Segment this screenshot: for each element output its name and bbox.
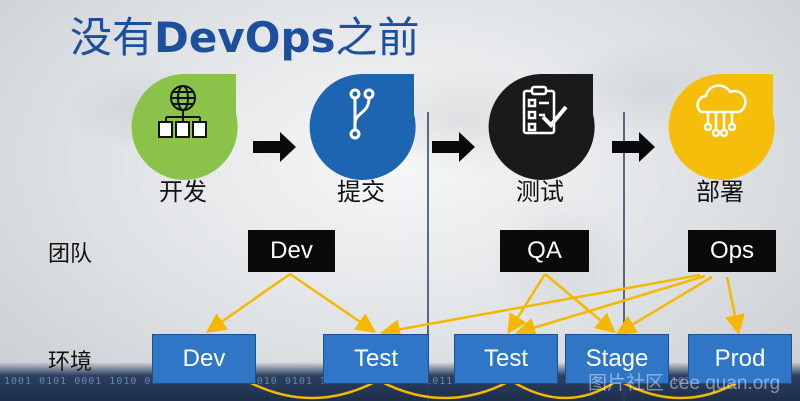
stage-test-leaf [488, 74, 595, 180]
arrow-qa-to-test [507, 273, 547, 335]
stage-label-test: 测试 [516, 178, 564, 206]
title-prefix: 没有 [70, 13, 155, 62]
row-label-env: 环境 [48, 350, 93, 375]
stage-label-dev: 开发 [159, 178, 207, 206]
watermark: 图片社区 cee quan.org [588, 373, 781, 394]
env-box-stage: Stage [565, 334, 669, 384]
page-title: 没有DevOps之前 [70, 4, 420, 65]
row-label-team: 团队 [48, 242, 93, 267]
globe-files-icon [158, 85, 207, 138]
env-box-test-1: Test [323, 334, 429, 384]
title-suffix: 之前 [335, 13, 420, 62]
team-box-qa: QA [500, 230, 589, 272]
env-box-dev: Dev [152, 334, 256, 384]
checklist-icon [522, 85, 568, 135]
stage-label-deploy: 部署 [696, 178, 744, 206]
git-branch-icon [349, 88, 375, 140]
arrow-ops-to-stage [615, 275, 713, 335]
cloud-circuit-icon [696, 84, 747, 138]
env-box-test-2: Test [454, 334, 558, 384]
stage-label-commit: 提交 [337, 178, 385, 206]
arrow-qa-to-stage [544, 273, 616, 334]
team-box-ops: Ops [688, 230, 776, 272]
arrow-dev-to-test [289, 272, 377, 333]
title-bold: DevOps [154, 13, 336, 62]
arrow-dev-to-dev [205, 272, 291, 333]
arrow-ops-to-test2 [515, 274, 706, 338]
promote-test-stage [509, 378, 616, 400]
team-box-dev: Dev [248, 230, 335, 272]
arrow-ops-to-test1 [380, 273, 701, 340]
flow-arrow-1 [253, 132, 296, 162]
promote-test-test [377, 378, 509, 400]
stage-deploy-leaf [668, 74, 775, 180]
flow-arrow-2 [432, 132, 475, 162]
stage-commit-leaf [309, 74, 416, 180]
promote-stage-prod [617, 378, 739, 400]
arrow-ops-to-prod [725, 276, 745, 335]
flow-arrow-3 [612, 132, 655, 162]
promote-dev-test [244, 378, 376, 400]
env-box-prod: Prod [688, 334, 792, 384]
